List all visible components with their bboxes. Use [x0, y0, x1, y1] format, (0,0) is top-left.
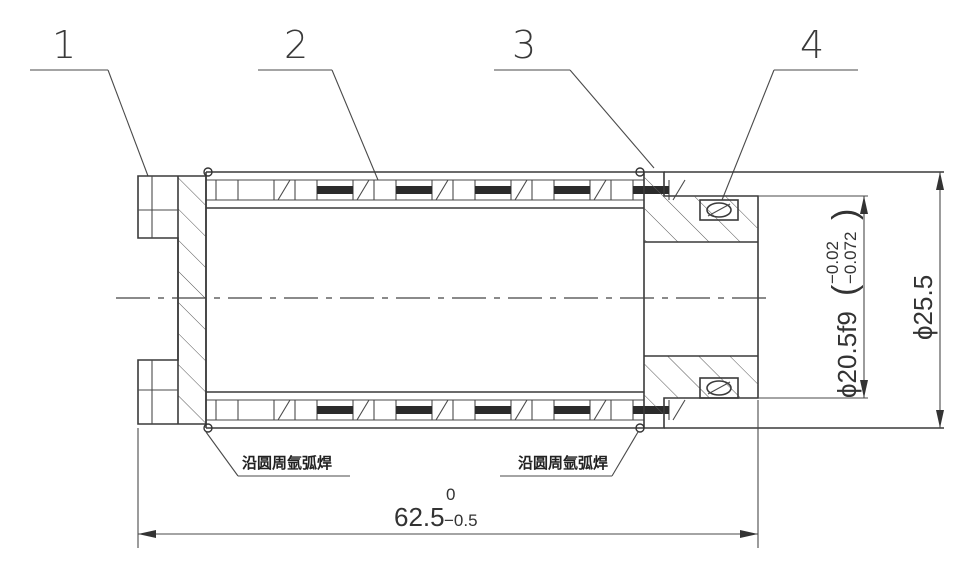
weld-note-left: 沿圆周氩弧焊	[205, 431, 350, 477]
inner-diameter-dimension: ϕ20.5f9 ( −0.02 −0.072 )	[823, 196, 868, 398]
coil-block	[317, 406, 353, 414]
outer-diameter-dimension: ϕ25.5	[908, 172, 944, 428]
callout-4: 4	[800, 23, 824, 67]
inner-diameter-lower-tol: −0.072	[841, 232, 860, 284]
length-upper-tol: 0	[446, 485, 455, 504]
length-lower-tol: −0.5	[444, 511, 478, 530]
inner-diameter-value: ϕ20.5f9	[832, 311, 862, 398]
coil-block	[475, 406, 511, 414]
coil-block	[475, 186, 511, 194]
length-dimension: 62.5 0 −0.5	[137, 400, 759, 548]
coil-segments-top	[215, 179, 686, 201]
sleeve-tube	[205, 171, 644, 429]
inner-diameter-upper-tol: −0.02	[823, 241, 842, 284]
coil-block	[554, 406, 590, 414]
weld-note-right-text: 沿圆周氩弧焊	[518, 454, 608, 472]
callout-2: 2	[284, 23, 308, 67]
callout-3: 3	[512, 23, 536, 67]
coil-segments-bottom	[215, 399, 686, 421]
svg-text:): )	[826, 209, 864, 220]
length-value: 62.5	[394, 502, 445, 532]
o-ring-seals	[699, 199, 739, 399]
coil-block	[317, 186, 353, 194]
housing-part	[643, 171, 944, 429]
coil-block	[396, 186, 432, 194]
weld-note-left-text: 沿圆周氩弧焊	[242, 454, 332, 472]
coil-block	[396, 406, 432, 414]
callouts: 1 2 3 4	[30, 23, 858, 201]
coil-block	[554, 186, 590, 194]
weld-note-right: 沿圆周氩弧焊	[500, 431, 639, 477]
weld-points	[203, 167, 645, 433]
outer-diameter-value: ϕ25.5	[908, 275, 938, 340]
svg-text:(: (	[826, 284, 864, 296]
end-cap-part	[137, 175, 207, 425]
callout-1: 1	[52, 23, 76, 67]
